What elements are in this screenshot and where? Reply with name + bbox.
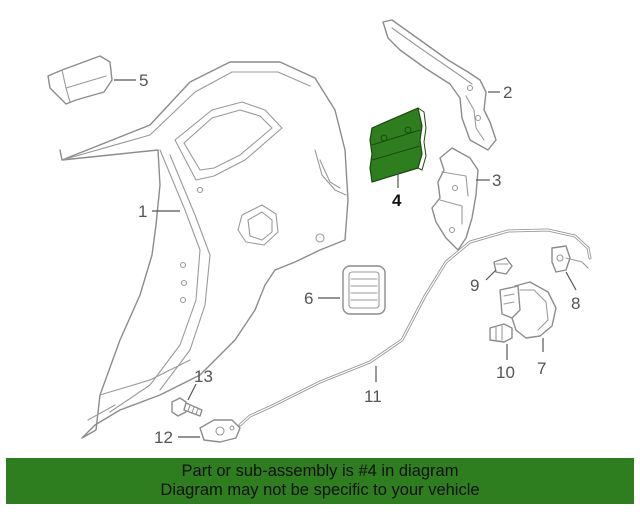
callout-5: 5	[139, 71, 148, 90]
callout-7: 7	[537, 359, 546, 378]
part-4-highlighted-panel	[369, 107, 427, 183]
part-6-vent-grille	[342, 265, 386, 315]
part-3-housing	[431, 147, 479, 251]
callout-1: 1	[138, 202, 147, 221]
notice-banner: Part or sub-assembly is #4 in diagram Di…	[6, 458, 634, 504]
part-8-actuator	[551, 245, 589, 273]
part-10-bolt	[489, 323, 513, 343]
parts-diagram: 1 2 3 4 5 6 7 8 9 10 11 12 13	[47, 19, 592, 447]
banner-line-2: Diagram may not be specific to your vehi…	[160, 481, 480, 499]
callout-9: 9	[470, 276, 479, 295]
callout-10: 10	[496, 363, 515, 382]
callout-8: 8	[571, 294, 580, 313]
callout-6: 6	[304, 289, 313, 308]
part-2-bracket	[382, 19, 497, 151]
part-9-clip	[493, 257, 513, 275]
callout-2: 2	[503, 83, 512, 102]
callout-labels: 1 2 3 4 5 6 7 8 9 10 11 12 13	[138, 71, 580, 447]
banner-line-1: Part or sub-assembly is #4 in diagram	[181, 462, 459, 480]
part-7-fuel-door	[499, 281, 557, 339]
callout-4: 4	[392, 191, 402, 210]
callout-3: 3	[492, 171, 501, 190]
part-1-quarter-panel	[59, 61, 349, 439]
callout-leaders	[114, 79, 577, 438]
callout-13: 13	[194, 367, 213, 386]
part-13-screw	[171, 397, 203, 417]
callout-12: 12	[154, 428, 173, 447]
part-12-latch	[199, 419, 241, 443]
part-5-bracket	[47, 55, 113, 105]
callout-11: 11	[364, 387, 382, 406]
part-11-release-cable	[238, 228, 592, 427]
